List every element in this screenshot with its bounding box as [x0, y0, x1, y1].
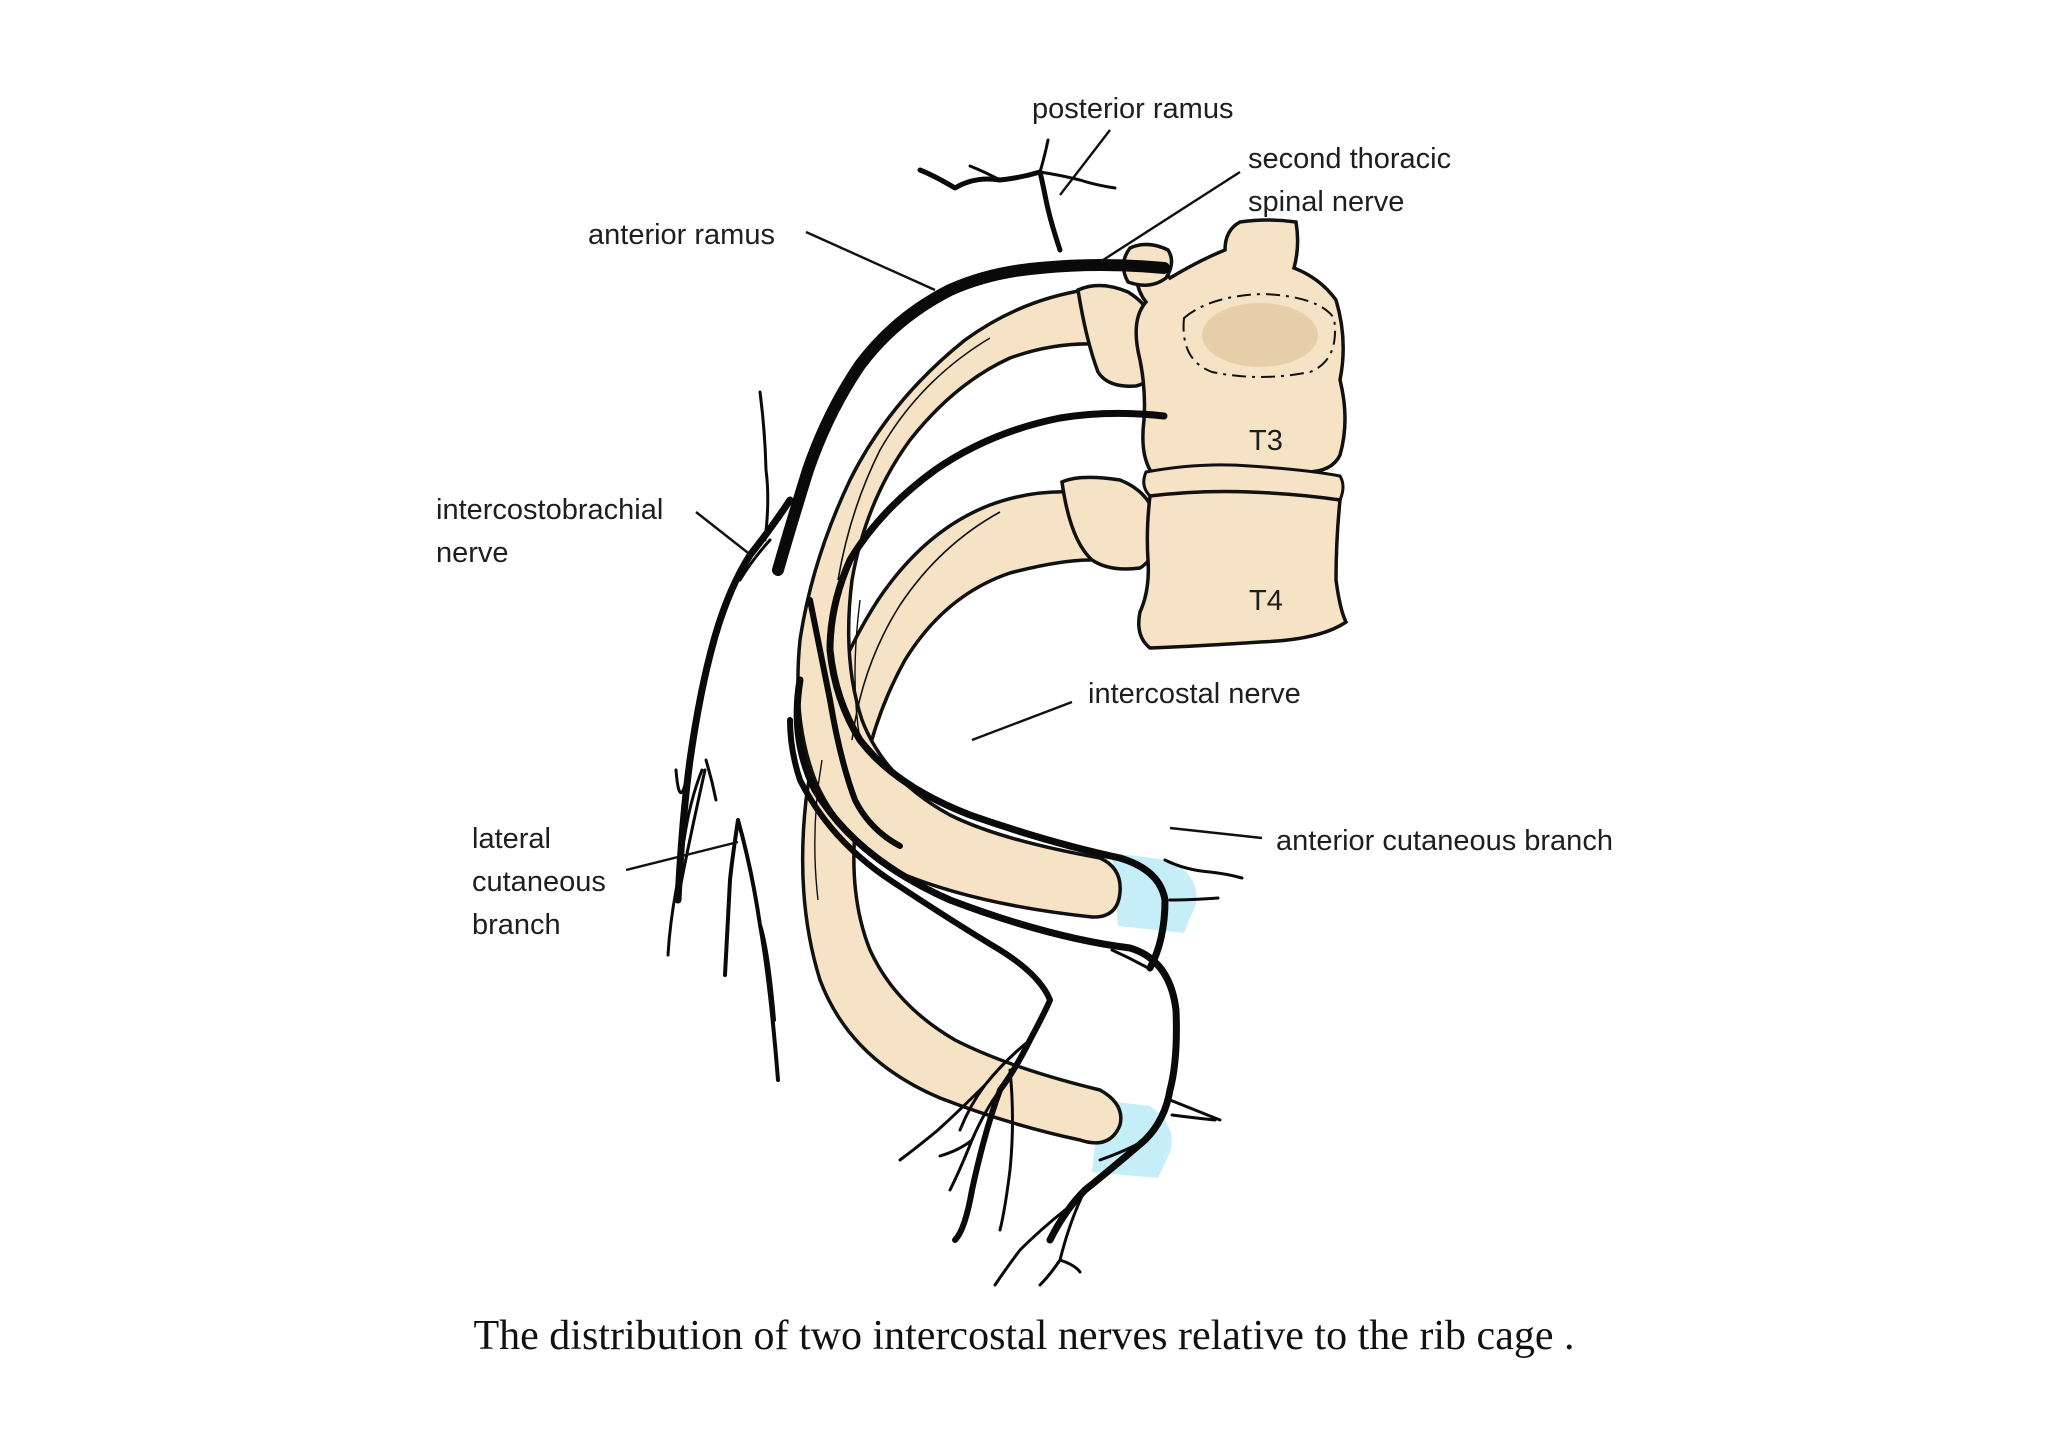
nerves	[666, 138, 1244, 1287]
leader-anterior-ramus	[805, 230, 936, 292]
vertebra-t3-facet	[1202, 303, 1318, 367]
vertebra-t3-facet-outline	[1182, 292, 1336, 378]
label-intercostobrachial-line1: intercostobrachial	[436, 494, 664, 526]
label-posterior-ramus: posterior ramus	[1032, 93, 1234, 125]
posterior-ramus-branch	[968, 138, 1117, 190]
figure-caption: The distribution of two intercostal nerv…	[473, 1313, 1575, 1359]
intercostal-nerve-t3-b	[807, 597, 903, 849]
leader-lines	[625, 129, 1263, 872]
rib-t4-shading	[851, 511, 1001, 741]
leader-intercostal-nerve	[971, 700, 1073, 742]
costal-cartilage-upper	[1112, 853, 1197, 933]
leader-second-thoracic	[1099, 170, 1241, 264]
posterior-ramus	[917, 167, 1063, 253]
label-t4: T4	[1249, 585, 1283, 617]
label-second-thoracic-line2: spinal nerve	[1248, 186, 1405, 218]
intercostal-nerve-t4	[793, 676, 1180, 1244]
label-second-thoracic-line1: second thoracic	[1248, 143, 1452, 175]
intercostal-nerve-t3	[826, 409, 1169, 972]
lateral-cutaneous-branch-2	[682, 758, 718, 842]
intercostal-nerve-t4-b	[787, 717, 1053, 1243]
rib-t4-shading-2	[814, 759, 823, 901]
label-intercostal-nerve: intercostal nerve	[1088, 678, 1301, 710]
intercostobrachial-nerve	[674, 496, 794, 904]
leader-anterior-cutaneous	[1169, 826, 1263, 840]
anterior-cutaneous-branch-upper	[1110, 858, 1244, 970]
intercostobrachial-branches	[666, 390, 772, 957]
label-anterior-ramus: anterior ramus	[588, 219, 775, 251]
label-anterior-cutaneous-branch: anterior cutaneous branch	[1276, 825, 1613, 857]
label-intercostobrachial-line2: nerve	[436, 537, 509, 569]
label-lateral-line1: lateral	[472, 823, 551, 855]
anterior-cutaneous-branch-lower	[1098, 1098, 1222, 1162]
label-lateral-line3: branch	[472, 909, 561, 941]
vertebra-t4	[1137, 489, 1349, 650]
leader-posterior-ramus	[1059, 129, 1111, 196]
label-lateral-line2: cutaneous	[472, 866, 606, 898]
label-t3: T3	[1249, 425, 1283, 457]
lateral-cutaneous-branch	[723, 818, 780, 1082]
anterior-ramus-t2	[772, 259, 1170, 576]
rib-t3-shading-2	[854, 599, 861, 741]
lower-branches	[898, 1038, 1087, 1287]
rib-t3-shading	[837, 337, 991, 581]
leader-intercostobrachial	[695, 511, 753, 557]
leader-lateral-cutaneous	[625, 840, 739, 872]
